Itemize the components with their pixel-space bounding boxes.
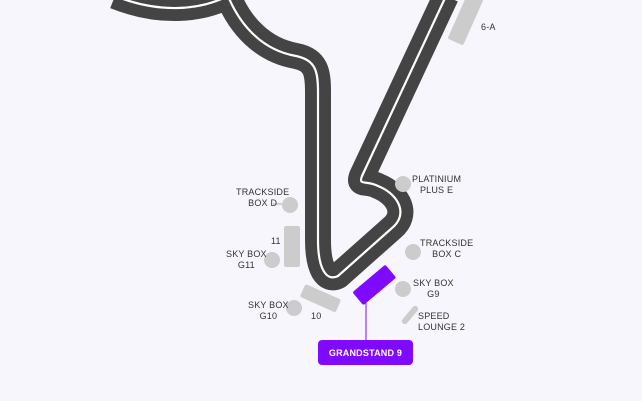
label-grandstand-11: 11 [271, 236, 281, 247]
track-center-line [122, 0, 446, 279]
grandstand-9-button[interactable]: GRANDSTAND 9 [318, 340, 413, 365]
label-sky-box-g10: SKY BOX G10 [248, 300, 289, 322]
label-trackside-d-line2: BOX D [248, 198, 278, 208]
label-speed-lounge-2: SPEED LOUNGE 2 [418, 311, 465, 333]
facility-grandstand-10[interactable] [300, 284, 341, 313]
label-grandstand-10-text: 10 [311, 311, 322, 321]
label-6a-text: 6-A [481, 22, 496, 32]
label-sky-box-g9-line2: G9 [427, 289, 440, 299]
label-trackside-c-line1: TRACKSIDE [420, 238, 474, 248]
label-sky-box-g9: SKY BOX G9 [413, 278, 454, 300]
facility-sky-box-g11-marker[interactable] [264, 252, 280, 268]
facility-sky-box-g9-marker[interactable] [395, 281, 411, 297]
facility-6a[interactable] [448, 0, 484, 45]
label-6a: 6-A [481, 22, 496, 33]
facility-platinium-plus-e-marker[interactable] [395, 176, 411, 192]
label-speed-lounge-line1: SPEED [418, 311, 450, 321]
label-sky-box-g10-line2: G10 [259, 311, 278, 321]
label-sky-box-g11-line1: SKY BOX [226, 249, 267, 259]
facility-grandstand-11[interactable] [284, 226, 300, 267]
label-platinium-line1: PLATINIUM [412, 174, 462, 184]
facility-trackside-box-d-marker[interactable] [282, 197, 298, 213]
facility-speed-lounge-2[interactable] [401, 305, 420, 326]
label-sky-box-g9-line1: SKY BOX [413, 278, 454, 288]
label-trackside-box-d: TRACKSIDE BOX D [236, 187, 289, 209]
facility-sky-box-g10-marker[interactable] [286, 300, 302, 316]
label-trackside-box-c: TRACKSIDE BOX C [420, 238, 473, 260]
label-sky-box-g11: SKY BOX G11 [226, 249, 267, 271]
label-sky-box-g10-line1: SKY BOX [248, 300, 289, 310]
facility-trackside-box-c-marker[interactable] [405, 244, 421, 260]
facility-grandstand-9[interactable] [352, 265, 396, 306]
label-grandstand-11-text: 11 [271, 236, 281, 246]
label-trackside-c-line2: BOX C [432, 249, 462, 259]
label-grandstand-10: 10 [311, 311, 321, 322]
label-sky-box-g11-line2: G11 [237, 260, 255, 270]
label-trackside-d-line1: TRACKSIDE [236, 187, 290, 197]
label-speed-lounge-line2: LOUNGE 2 [418, 322, 466, 332]
label-platinium-line2: PLUS E [419, 185, 454, 195]
label-platinium-plus-e: PLATINIUM PLUS E [412, 174, 461, 196]
